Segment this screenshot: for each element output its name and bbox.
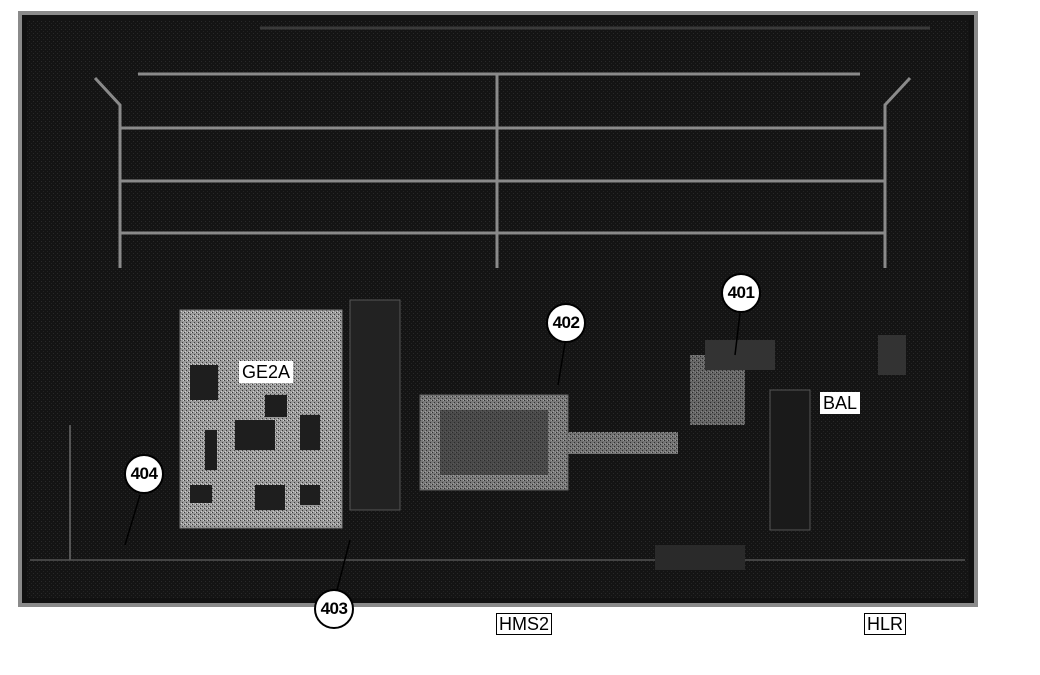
label-bal: BAL — [820, 392, 861, 414]
label-ge2a: GE2A — [239, 361, 294, 383]
callout-404: 404 — [124, 454, 164, 494]
callout-402: 402 — [546, 303, 586, 343]
callout-403: 403 — [314, 589, 354, 629]
callout-401: 401 — [721, 273, 761, 313]
ge2a-board-components — [190, 365, 320, 510]
rear-cover-ribs — [93, 26, 930, 268]
label-hms2: HMS2 — [496, 613, 553, 635]
callout-leaders — [124, 312, 741, 591]
label-hlr: HLR — [864, 613, 907, 635]
